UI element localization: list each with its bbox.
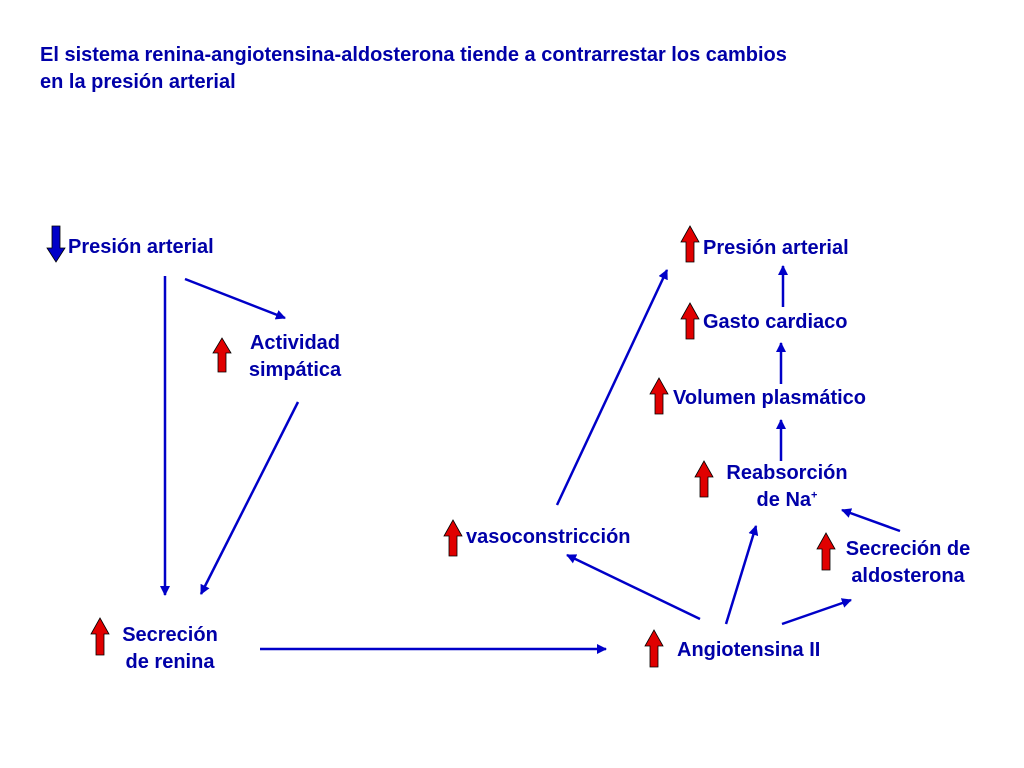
title-line-1: El sistema renina-angiotensina-aldostero… (40, 44, 787, 66)
node-gasto-cardiaco: Gasto cardiaco (703, 309, 848, 336)
node-label: Presión arterial (703, 237, 849, 259)
blue-down-arrow-icon (46, 225, 66, 263)
connector-angiotensina-to-aldosterona (781, 598, 852, 626)
node-reabsorcion-na: Reabsorción de Na+ (712, 460, 862, 514)
node-vasoconstriccion: vasoconstricción (466, 524, 631, 551)
node-label-line-2: de renina (125, 651, 215, 673)
connector-vasoconstriccion-to-presion (555, 269, 669, 506)
connector-angiotensina-to-vasoconstriccion (566, 553, 701, 621)
node-label-line-1: Secreción de (845, 538, 971, 560)
node-label: Volumen plasmático (673, 387, 867, 409)
title-line-2: en la presión arterial (40, 71, 236, 93)
red-up-arrow-icon (649, 377, 669, 415)
node-label-line-1: Actividad (249, 332, 341, 354)
node-secrecion-aldosterona: Secreción de aldosterona (828, 536, 988, 590)
red-up-arrow-icon (212, 337, 232, 373)
node-label-line-1: Reabsorción (726, 462, 848, 484)
connector-angiotensina-to-reabsorcion (724, 525, 759, 625)
node-actividad-simpatica: Actividad simpática (235, 330, 355, 384)
red-up-arrow-icon (90, 617, 110, 656)
node-volumen-plasmatico: Volumen plasmático (673, 385, 866, 412)
node-label: Gasto cardiaco (703, 311, 848, 333)
slide-title: El sistema renina-angiotensina-aldostero… (40, 42, 940, 96)
node-label-line-2: de Na+ (712, 487, 862, 514)
node-label-line-2: aldosterona (851, 565, 965, 587)
na-charge: + (811, 489, 818, 502)
na-text: de Na (756, 489, 812, 511)
node-presion-arterial-alta: Presión arterial (703, 235, 849, 262)
connector-aldosterona-to-reabsorcion (841, 508, 901, 533)
red-up-arrow-icon (694, 460, 714, 498)
connector-simpatica-to-renina (199, 401, 300, 595)
node-label: Angiotensina II (677, 639, 821, 661)
red-up-arrow-icon (680, 302, 700, 340)
node-secrecion-renina: Secreción de renina (110, 622, 230, 676)
connector-presion-to-simpatica (184, 277, 286, 320)
node-label: vasoconstricción (466, 526, 631, 548)
node-presion-arterial-baja: Presión arterial (68, 234, 214, 261)
red-up-arrow-icon (443, 519, 463, 557)
node-angiotensina-ii: Angiotensina II (677, 637, 820, 664)
node-label-line-2: simpática (248, 359, 342, 381)
node-label: Presión arterial (68, 236, 214, 258)
red-up-arrow-icon (644, 629, 664, 668)
red-up-arrow-icon (816, 532, 836, 571)
red-up-arrow-icon (680, 225, 700, 263)
node-label-line-1: Secreción (122, 624, 218, 646)
